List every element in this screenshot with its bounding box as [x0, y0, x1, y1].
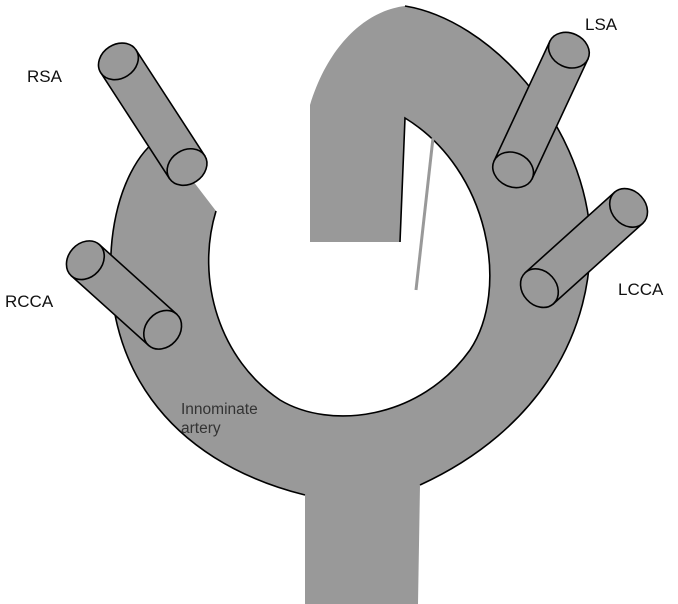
label-lcca: LCCA — [618, 280, 663, 300]
label-lsa: LSA — [585, 15, 617, 35]
aortic-arch — [111, 6, 591, 604]
guide-wire — [416, 138, 433, 290]
label-rcca: RCCA — [5, 292, 53, 312]
label-innominate-line1: Innominate — [181, 400, 258, 419]
label-rsa: RSA — [27, 67, 62, 87]
label-innominate-artery: Innominate artery — [181, 400, 258, 438]
label-innominate-line2: artery — [181, 419, 258, 438]
